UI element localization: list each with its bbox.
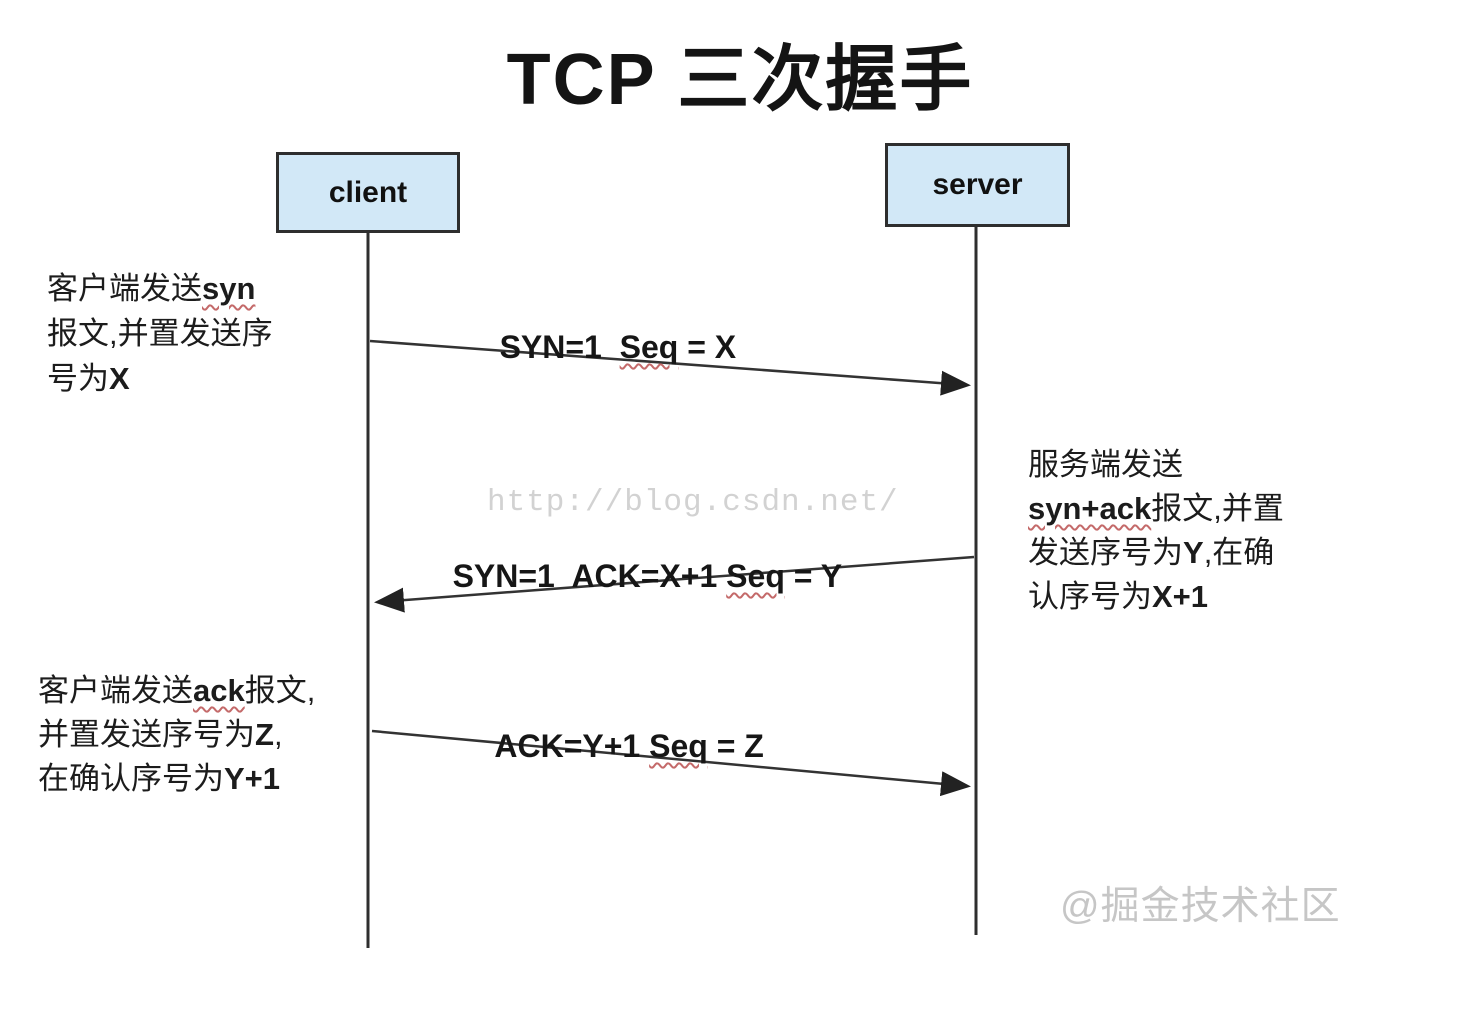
msg3-seq: Seq [649, 728, 708, 764]
msg1-pre: SYN=1 [499, 329, 620, 365]
msg1-post: = X [678, 329, 737, 365]
message-label-ack: ACK=Y+1 Seq = Z [460, 691, 764, 802]
diagram-title: TCP 三次握手 [506, 40, 974, 120]
annotation-line: 在确认序号为Y+1 [38, 761, 281, 796]
annotation-line: syn+ack报文,并置 [1028, 491, 1284, 526]
msg2-pre: SYN=1 ACK=X+1 [452, 558, 727, 594]
annotation-line: 号为X [47, 361, 130, 396]
ack-arrow [371, 729, 971, 797]
msg3-pre: ACK=Y+1 [494, 728, 650, 764]
annotation-line: 服务端发送 [1028, 447, 1183, 482]
msg3-post: = Z [707, 728, 764, 764]
client-box: client [276, 152, 460, 233]
syn-ack-arrow [374, 555, 975, 613]
watermark-juejin: @掘金技术社区 [1060, 885, 1341, 928]
annotation-line: 客户端发送syn [47, 271, 256, 306]
message-label-syn: SYN=1 Seq = X [464, 292, 737, 403]
annotation-line: 并置发送序号为Z, [38, 717, 283, 752]
msg2-seq: Seq [726, 558, 785, 594]
annotation-line: 报文,并置发送序 [47, 316, 273, 351]
server-label: server [932, 168, 1023, 201]
annotation-client-syn: 客户端发送syn 报文,并置发送序 号为X [47, 266, 273, 401]
annotation-line: 认序号为X+1 [1028, 579, 1209, 614]
annotation-line: 客户端发送ack报文, [38, 673, 316, 708]
server-box: server [885, 143, 1070, 227]
msg1-seq: Seq [619, 329, 679, 365]
watermark-csdn: http://blog.csdn.net/ [487, 485, 899, 520]
syn-arrow [369, 339, 971, 396]
annotation-line: 发送序号为Y,在确 [1028, 535, 1275, 570]
client-label: client [328, 175, 408, 209]
annotation-server-syn-ack: 服务端发送 syn+ack报文,并置 发送序号为Y,在确 认序号为X+1 [1028, 443, 1284, 619]
msg2-post: = Y [784, 558, 843, 594]
annotation-client-ack: 客户端发送ack报文, 并置发送序号为Z, 在确认序号为Y+1 [38, 669, 315, 801]
message-label-syn-ack: SYN=1 ACK=X+1 Seq = Y [417, 521, 843, 632]
